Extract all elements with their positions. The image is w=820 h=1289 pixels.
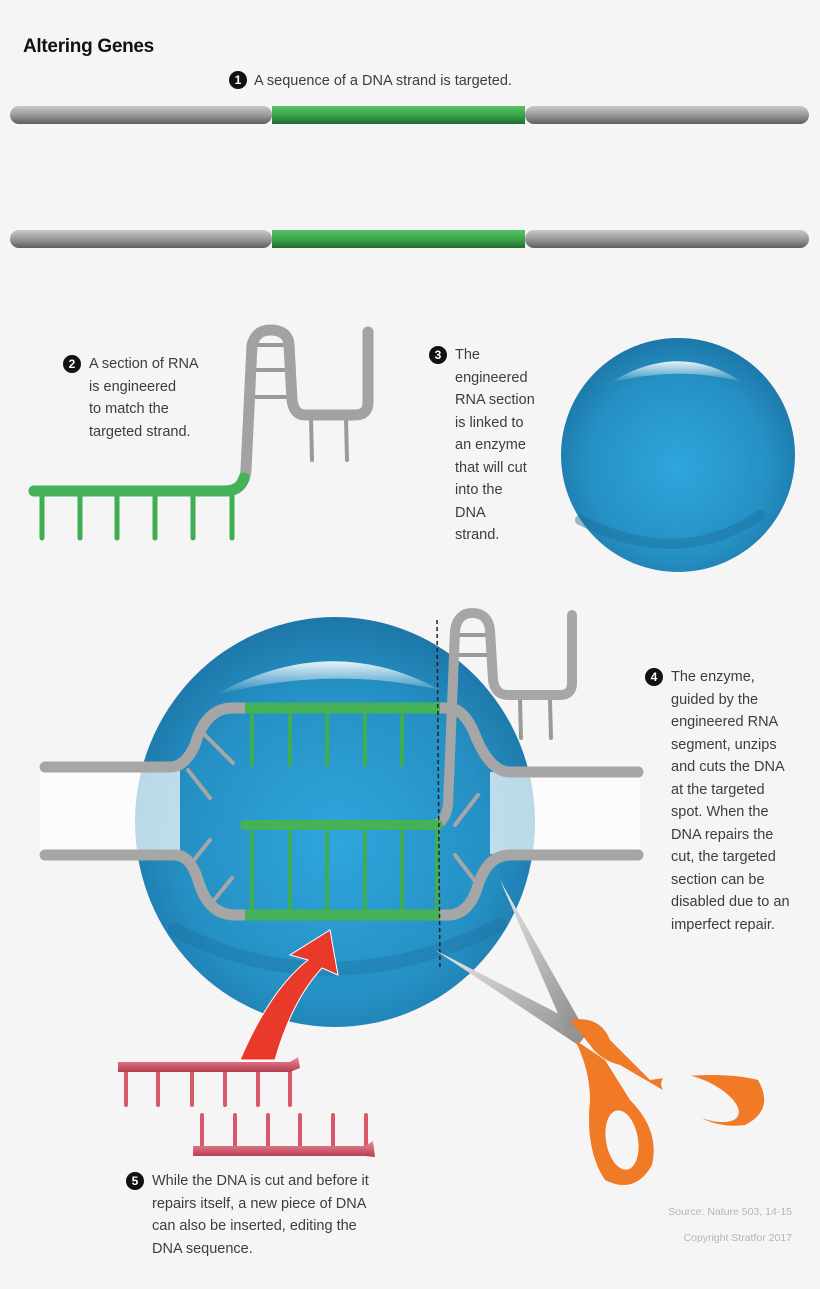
step-number-badge: 3 (429, 346, 447, 364)
step-number-badge: 4 (645, 668, 663, 686)
insert-arrow-icon (239, 929, 339, 1061)
step-number-badge: 2 (63, 355, 81, 373)
step-3: 3 The engineered RNA section is linked to… (429, 344, 569, 547)
dna-ladder-icon (10, 106, 809, 248)
step-4: 4 The enzyme, guided by the engineered RN… (645, 666, 815, 936)
copyright-credit: Copyright Stratfor 2017 (683, 1232, 792, 1244)
scissors-icon (435, 880, 765, 1185)
step-5: 5 While the DNA is cut and before it repa… (126, 1170, 416, 1260)
step-1-text: A sequence of a DNA strand is targeted. (254, 73, 512, 89)
source-credit: Source: Nature 503, 14-15 (668, 1206, 792, 1218)
page-title: Altering Genes (23, 36, 154, 57)
step-number-badge: 5 (126, 1172, 144, 1190)
rna-guide-icon (28, 324, 374, 541)
step-5-text: While the DNA is cut and before it repai… (152, 1173, 369, 1257)
step-2: 2 A section of RNA is engineered to match… (63, 353, 253, 443)
step-1: 1 A sequence of a DNA strand is targeted. (229, 70, 512, 93)
step-3-text: The engineered RNA section is linked to … (455, 347, 535, 543)
cut-line (436, 619, 441, 971)
new-dna-strand-icon (118, 1057, 375, 1157)
step-number-badge: 1 (229, 71, 247, 90)
step-2-text: A section of RNA is engineered to match … (89, 356, 199, 440)
enzyme-sphere-icon (561, 338, 795, 572)
enzyme-complex (39, 608, 644, 1027)
step-4-text: The enzyme, guided by the engineered RNA… (671, 669, 790, 933)
